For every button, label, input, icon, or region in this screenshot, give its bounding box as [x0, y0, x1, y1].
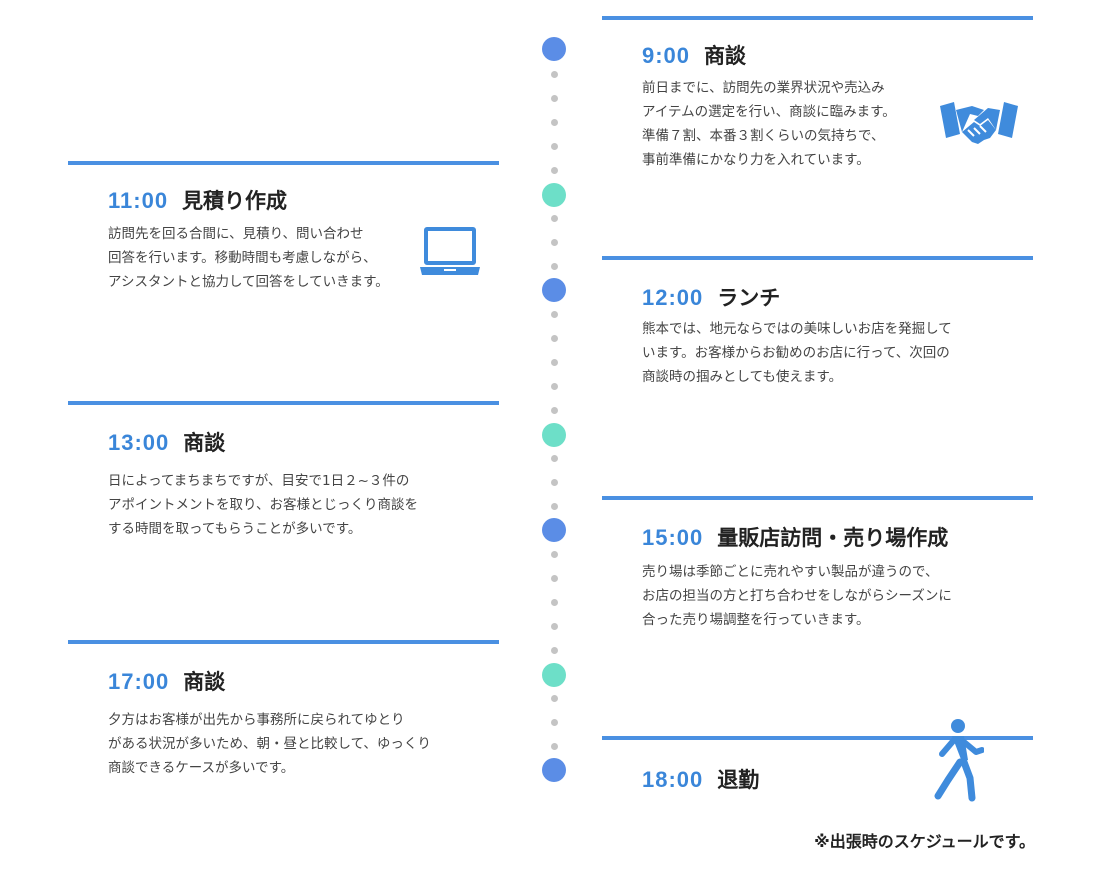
schedule-title: 商談	[704, 44, 747, 68]
description-line: 訪問先を回る合間に、見積り、問い合わせ	[108, 226, 364, 242]
description-line: 売り場は季節ごとに売れやすい製品が違うので、	[642, 564, 939, 580]
walking-person-icon	[934, 719, 984, 802]
timeline-dot	[542, 758, 566, 782]
timeline-small-dot	[550, 382, 558, 390]
schedule-card-1500: 15:00 量販店訪問・売り場作成 売り場は季節ごとに売れやすい製品が違うので、…	[602, 496, 1033, 636]
timeline-small-dot	[550, 214, 558, 222]
schedule-title: 量販店訪問・売り場作成	[717, 526, 949, 550]
schedule-heading: 11:00 見積り作成	[108, 185, 287, 215]
timeline-small-dot	[550, 94, 558, 102]
timeline-dot	[542, 278, 566, 302]
schedule-heading: 17:00 商談	[108, 666, 225, 696]
timeline-small-dot	[550, 118, 558, 126]
description-line: 夕方はお客様が出先から事務所に戻られてゆとり	[108, 712, 405, 728]
schedule-heading: 12:00 ランチ	[642, 282, 780, 312]
handshake-icon	[940, 102, 1018, 144]
timeline-small-dot	[550, 358, 558, 366]
timeline-small-dot	[550, 166, 558, 174]
description-line: 日によってまちまちですが、目安で1日２~３件の	[108, 473, 410, 489]
laptop-icon	[420, 227, 480, 275]
timeline-small-dot	[550, 406, 558, 414]
timeline-dot	[542, 183, 566, 207]
description-line: する時間を取ってもらうことが多いです。	[108, 521, 362, 537]
schedule-time: 15:00	[642, 525, 704, 550]
schedule-card-1700: 17:00 商談 夕方はお客様が出先から事務所に戻られてゆとり がある状況が多い…	[68, 640, 499, 780]
timeline-small-dot	[550, 598, 558, 606]
description-line: お店の担当の方と打ち合わせをしながらシーズンに	[642, 588, 952, 604]
schedule-description: 売り場は季節ごとに売れやすい製品が違うので、 お店の担当の方と打ち合わせをしなが…	[642, 560, 952, 632]
schedule-card-1300: 13:00 商談 日によってまちまちですが、目安で1日２~３件の アポイントメン…	[68, 401, 499, 541]
schedule-card-1200: 12:00 ランチ 熊本では、地元ならではの美味しいお店を発掘して います。お客…	[602, 256, 1033, 396]
description-line: 事前準備にかなり力を入れています。	[642, 152, 870, 168]
schedule-title: ランチ	[717, 286, 781, 310]
schedule-description: 前日までに、訪問先の業界状況や売込み アイテムの選定を行い、商談に臨みます。 準…	[642, 76, 896, 172]
description-line: 熊本では、地元ならではの美味しいお店を発掘して	[642, 321, 952, 337]
description-line: 回答を行います。移動時間も考慮しながら、	[108, 250, 377, 266]
description-line: 合った売り場調整を行っていきます。	[642, 612, 870, 628]
timeline-small-dot	[550, 742, 558, 750]
schedule-card-1800: 18:00 退勤	[602, 719, 1033, 806]
description-line: 準備７割、本番３割くらいの気持ちで、	[642, 128, 885, 144]
description-line: 商談時の掴みとしても使えます。	[642, 369, 843, 385]
timeline-small-dot	[550, 454, 558, 462]
schedule-heading: 13:00 商談	[108, 427, 225, 457]
schedule-description: 訪問先を回る合間に、見積り、問い合わせ 回答を行います。移動時間も考慮しながら、…	[108, 222, 389, 294]
schedule-description: 熊本では、地元ならではの美味しいお店を発掘して います。お客様からお勧めのお店に…	[642, 317, 952, 389]
description-line: アイテムの選定を行い、商談に臨みます。	[642, 104, 896, 120]
description-line: アシスタントと協力して回答をしていきます。	[108, 274, 389, 290]
timeline-small-dot	[550, 718, 558, 726]
schedule-time: 9:00	[642, 43, 691, 68]
timeline-small-dot	[550, 622, 558, 630]
timeline-small-dot	[550, 310, 558, 318]
timeline-small-dot	[550, 550, 558, 558]
schedule-time: 17:00	[108, 669, 170, 694]
timeline-small-dot	[550, 574, 558, 582]
description-line: 前日までに、訪問先の業界状況や売込み	[642, 80, 885, 96]
schedule-title: 商談	[183, 431, 226, 455]
timeline-small-dot	[550, 262, 558, 270]
timeline-dot	[542, 423, 566, 447]
schedule-time: 13:00	[108, 430, 170, 455]
schedule-card-1100: 11:00 見積り作成 訪問先を回る合間に、見積り、問い合わせ 回答を行います。…	[68, 161, 499, 321]
schedule-title: 見積り作成	[182, 189, 288, 213]
schedule-description: 夕方はお客様が出先から事務所に戻られてゆとり がある状況が多いため、朝・昼と比較…	[108, 708, 431, 780]
description-line: います。お客様からお勧めのお店に行って、次回の	[642, 345, 950, 361]
timeline-small-dot	[550, 142, 558, 150]
schedule-heading: 18:00 退勤	[642, 764, 759, 794]
description-line: 商談できるケースが多いです。	[108, 760, 295, 776]
timeline-small-dot	[550, 502, 558, 510]
timeline-small-dot	[550, 70, 558, 78]
schedule-title: 退勤	[717, 768, 760, 792]
description-line: がある状況が多いため、朝・昼と比較して、ゆっくり	[108, 736, 431, 752]
timeline-small-dot	[550, 694, 558, 702]
timeline-small-dot	[550, 646, 558, 654]
timeline-small-dot	[550, 334, 558, 342]
timeline-small-dot	[550, 238, 558, 246]
timeline-dot	[542, 37, 566, 61]
schedule-heading: 15:00 量販店訪問・売り場作成	[642, 522, 948, 552]
schedule-time: 12:00	[642, 285, 704, 310]
schedule-time: 18:00	[642, 767, 704, 792]
timeline-dot	[542, 663, 566, 687]
schedule-time: 11:00	[108, 188, 169, 213]
timeline-small-dot	[550, 478, 558, 486]
description-line: アポイントメントを取り、お客様とじっくり商談を	[108, 497, 418, 513]
schedule-card-0900: 9:00 商談 前日までに、訪問先の業界状況や売込み アイテムの選定を行い、商談…	[602, 16, 1033, 176]
schedule-heading: 9:00 商談	[642, 40, 746, 70]
timeline-dot	[542, 518, 566, 542]
footnote: ※出張時のスケジュールです。	[814, 832, 1035, 851]
schedule-description: 日によってまちまちですが、目安で1日２~３件の アポイントメントを取り、お客様と…	[108, 469, 418, 541]
schedule-title: 商談	[183, 670, 226, 694]
